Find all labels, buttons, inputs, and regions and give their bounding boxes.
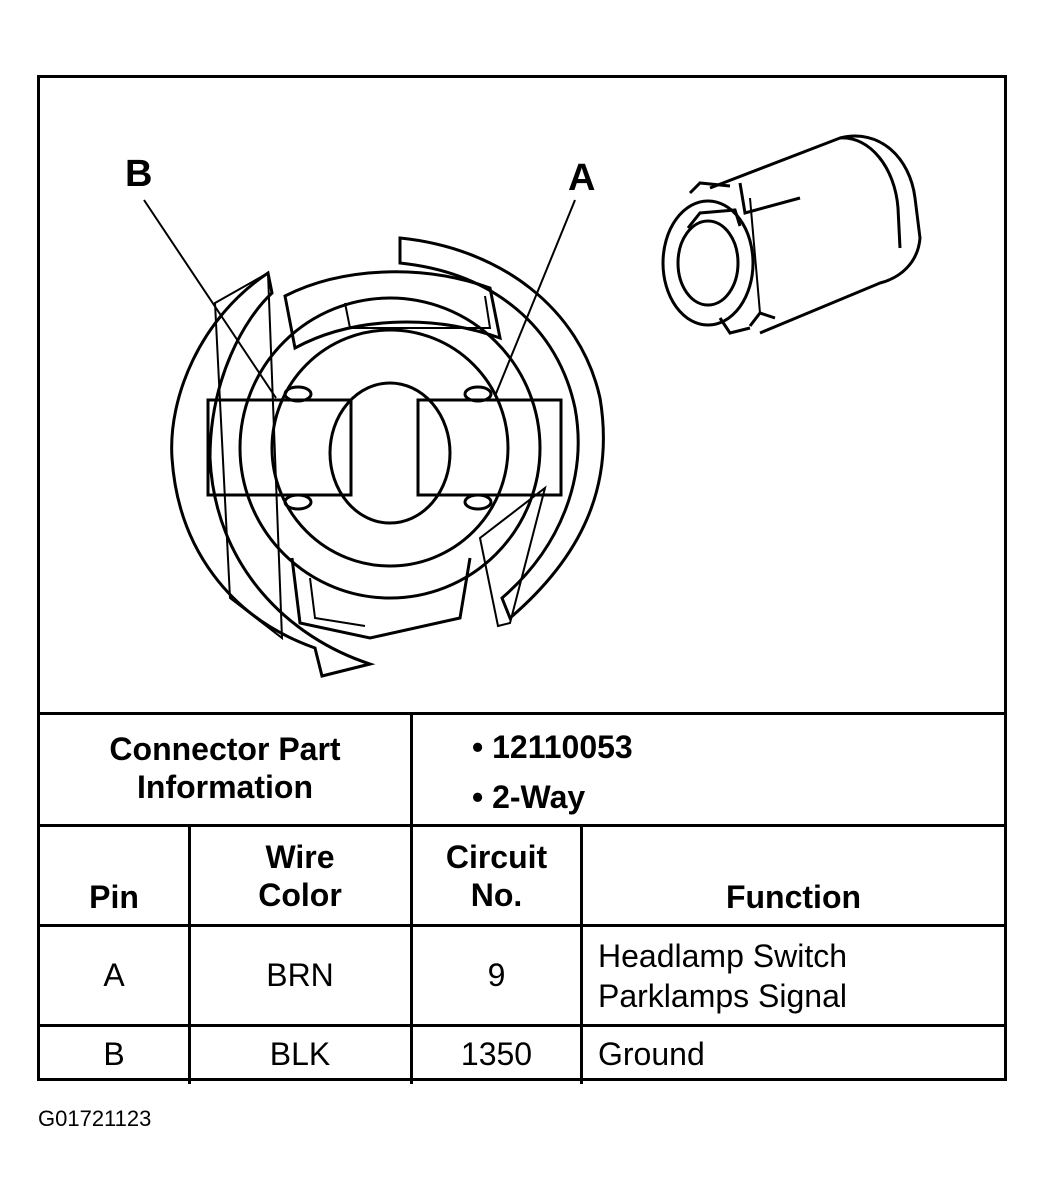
circuit-col-divider (580, 824, 583, 1084)
leader-line-a (494, 199, 576, 397)
header-wire-color: Wire Color (258, 839, 342, 913)
connector-shroud-top (283, 270, 502, 351)
row-b-pin: B (103, 1036, 125, 1072)
connector-way: 2-Way (492, 779, 586, 815)
header-pin: Pin (89, 879, 139, 915)
connector-center-post (328, 381, 452, 525)
info-bottom-rule (40, 824, 1004, 827)
row-b-function: Ground (598, 1036, 705, 1072)
figure-id: G01721123 (38, 1106, 152, 1131)
part-info-bullet-2: • 2-Way (472, 779, 586, 815)
row-a-color: BRN (266, 957, 334, 993)
row-a-pin: A (103, 957, 125, 993)
terminal-b (206, 398, 353, 497)
connector-inner-ring (238, 296, 542, 600)
part-number: 12110053 (492, 729, 633, 765)
connector-shroud-bottom (290, 557, 472, 640)
header-circuit-no: Circuit No. (445, 839, 548, 913)
connector-body-left (170, 270, 376, 678)
pin-col-divider (188, 824, 191, 1084)
row-b-color: BLK (269, 1036, 331, 1072)
connector-perspective-illustration (661, 134, 922, 335)
terminal-a (416, 398, 563, 497)
header-function: Function (725, 879, 862, 915)
row-b-circuit: 1350 (460, 1036, 533, 1072)
connector-latch-left (213, 271, 284, 641)
row-a-bottom-rule (40, 1024, 1004, 1027)
table-top-rule (40, 712, 1004, 715)
part-info-label: Connector Part Information (109, 731, 341, 805)
connector-face-diagram: B A (125, 134, 922, 678)
row-a-circuit: 9 (487, 957, 506, 993)
pin-label-b: B (125, 153, 152, 195)
connector-latch-right (478, 485, 547, 628)
pin-label-a: A (568, 157, 595, 199)
connector-body-right (398, 236, 605, 621)
connector-figure-frame: B A Connector Part Information • 1211005… (37, 75, 1007, 1084)
leader-line-b (143, 199, 277, 399)
header-bottom-rule (40, 924, 1004, 927)
part-info-bullet-1: • 12110053 (472, 729, 633, 765)
row-a-function: Headlamp Switch Parklamps Signal (598, 938, 847, 1014)
info-divider (410, 712, 413, 1084)
